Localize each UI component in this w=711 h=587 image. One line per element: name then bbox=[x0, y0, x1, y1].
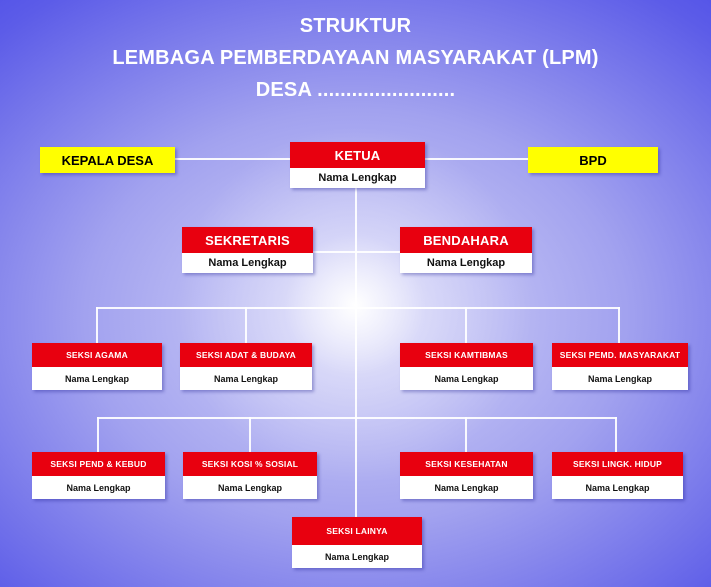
node-seksi-kosi-sosial-name: Nama Lengkap bbox=[183, 476, 317, 499]
node-seksi-kesehatan-name: Nama Lengkap bbox=[400, 476, 533, 499]
connector-kepala-desa-to-ketua bbox=[175, 158, 290, 160]
connector-drop-kosi-sosial bbox=[249, 417, 251, 452]
connector-main-trunk bbox=[355, 187, 357, 517]
node-seksi-lingk-hidup-name: Nama Lengkap bbox=[552, 476, 683, 499]
node-seksi-kosi-sosial-title: SEKSI KOSI % SOSIAL bbox=[183, 452, 317, 476]
node-seksi-kosi-sosial: SEKSI KOSI % SOSIAL Nama Lengkap bbox=[183, 452, 317, 499]
node-bendahara: BENDAHARA Nama Lengkap bbox=[400, 227, 532, 273]
node-seksi-pemd-masyarakat-title: SEKSI PEMD. MASYARAKAT bbox=[552, 343, 688, 367]
connector-drop-kamtibmas bbox=[465, 307, 467, 343]
chart-title-line2: LEMBAGA PEMBERDAYAAN MASYARAKAT (LPM) bbox=[112, 47, 599, 69]
connector-drop-agama bbox=[96, 307, 98, 343]
chart-title-line1: STRUKTUR bbox=[299, 15, 412, 37]
node-sekretaris-name: Nama Lengkap bbox=[182, 253, 313, 273]
connector-drop-adat-budaya bbox=[245, 307, 247, 343]
node-bendahara-name: Nama Lengkap bbox=[400, 253, 532, 273]
node-seksi-pemd-masyarakat: SEKSI PEMD. MASYARAKAT Nama Lengkap bbox=[552, 343, 688, 390]
node-ketua: KETUA Nama Lengkap bbox=[290, 142, 425, 188]
connector-row4-bar bbox=[97, 417, 617, 419]
node-seksi-pend-kebud: SEKSI PEND & KEBUD Nama Lengkap bbox=[32, 452, 165, 499]
connector-drop-pend-kebud bbox=[97, 417, 99, 452]
node-seksi-kamtibmas: SEKSI KAMTIBMAS Nama Lengkap bbox=[400, 343, 533, 390]
node-sekretaris-title: SEKRETARIS bbox=[182, 227, 313, 253]
node-sekretaris: SEKRETARIS Nama Lengkap bbox=[182, 227, 313, 273]
node-seksi-lingk-hidup: SEKSI LINGK. HIDUP Nama Lengkap bbox=[552, 452, 683, 499]
connector-row3-bar bbox=[96, 307, 620, 309]
node-seksi-agama-name: Nama Lengkap bbox=[32, 367, 162, 390]
bpd-box: BPD bbox=[528, 147, 658, 173]
node-seksi-kesehatan-title: SEKSI KESEHATAN bbox=[400, 452, 533, 476]
node-bendahara-title: BENDAHARA bbox=[400, 227, 532, 253]
node-ketua-title: KETUA bbox=[290, 142, 425, 168]
node-seksi-adat-budaya: SEKSI ADAT & BUDAYA Nama Lengkap bbox=[180, 343, 312, 390]
node-seksi-pend-kebud-name: Nama Lengkap bbox=[32, 476, 165, 499]
chart-title-line3: DESA ........................ bbox=[255, 79, 456, 101]
node-seksi-pend-kebud-title: SEKSI PEND & KEBUD bbox=[32, 452, 165, 476]
connector-drop-pemd-masyarakat bbox=[618, 307, 620, 343]
node-seksi-kamtibmas-name: Nama Lengkap bbox=[400, 367, 533, 390]
node-seksi-adat-budaya-name: Nama Lengkap bbox=[180, 367, 312, 390]
kepala-desa-box: KEPALA DESA bbox=[40, 147, 175, 173]
connector-ketua-to-bpd bbox=[425, 158, 528, 160]
connector-sekretaris-to-bendahara bbox=[313, 251, 400, 253]
node-seksi-agama-title: SEKSI AGAMA bbox=[32, 343, 162, 367]
node-seksi-agama: SEKSI AGAMA Nama Lengkap bbox=[32, 343, 162, 390]
node-seksi-kesehatan: SEKSI KESEHATAN Nama Lengkap bbox=[400, 452, 533, 499]
node-seksi-lainya-title: SEKSI LAINYA bbox=[292, 517, 422, 545]
node-seksi-kamtibmas-title: SEKSI KAMTIBMAS bbox=[400, 343, 533, 367]
node-seksi-lingk-hidup-title: SEKSI LINGK. HIDUP bbox=[552, 452, 683, 476]
node-seksi-lainya: SEKSI LAINYA Nama Lengkap bbox=[292, 517, 422, 568]
node-seksi-adat-budaya-title: SEKSI ADAT & BUDAYA bbox=[180, 343, 312, 367]
connector-drop-lingk-hidup bbox=[615, 417, 617, 452]
node-seksi-pemd-masyarakat-name: Nama Lengkap bbox=[552, 367, 688, 390]
node-seksi-lainya-name: Nama Lengkap bbox=[292, 545, 422, 568]
node-ketua-name: Nama Lengkap bbox=[290, 168, 425, 188]
connector-drop-kesehatan bbox=[465, 417, 467, 452]
